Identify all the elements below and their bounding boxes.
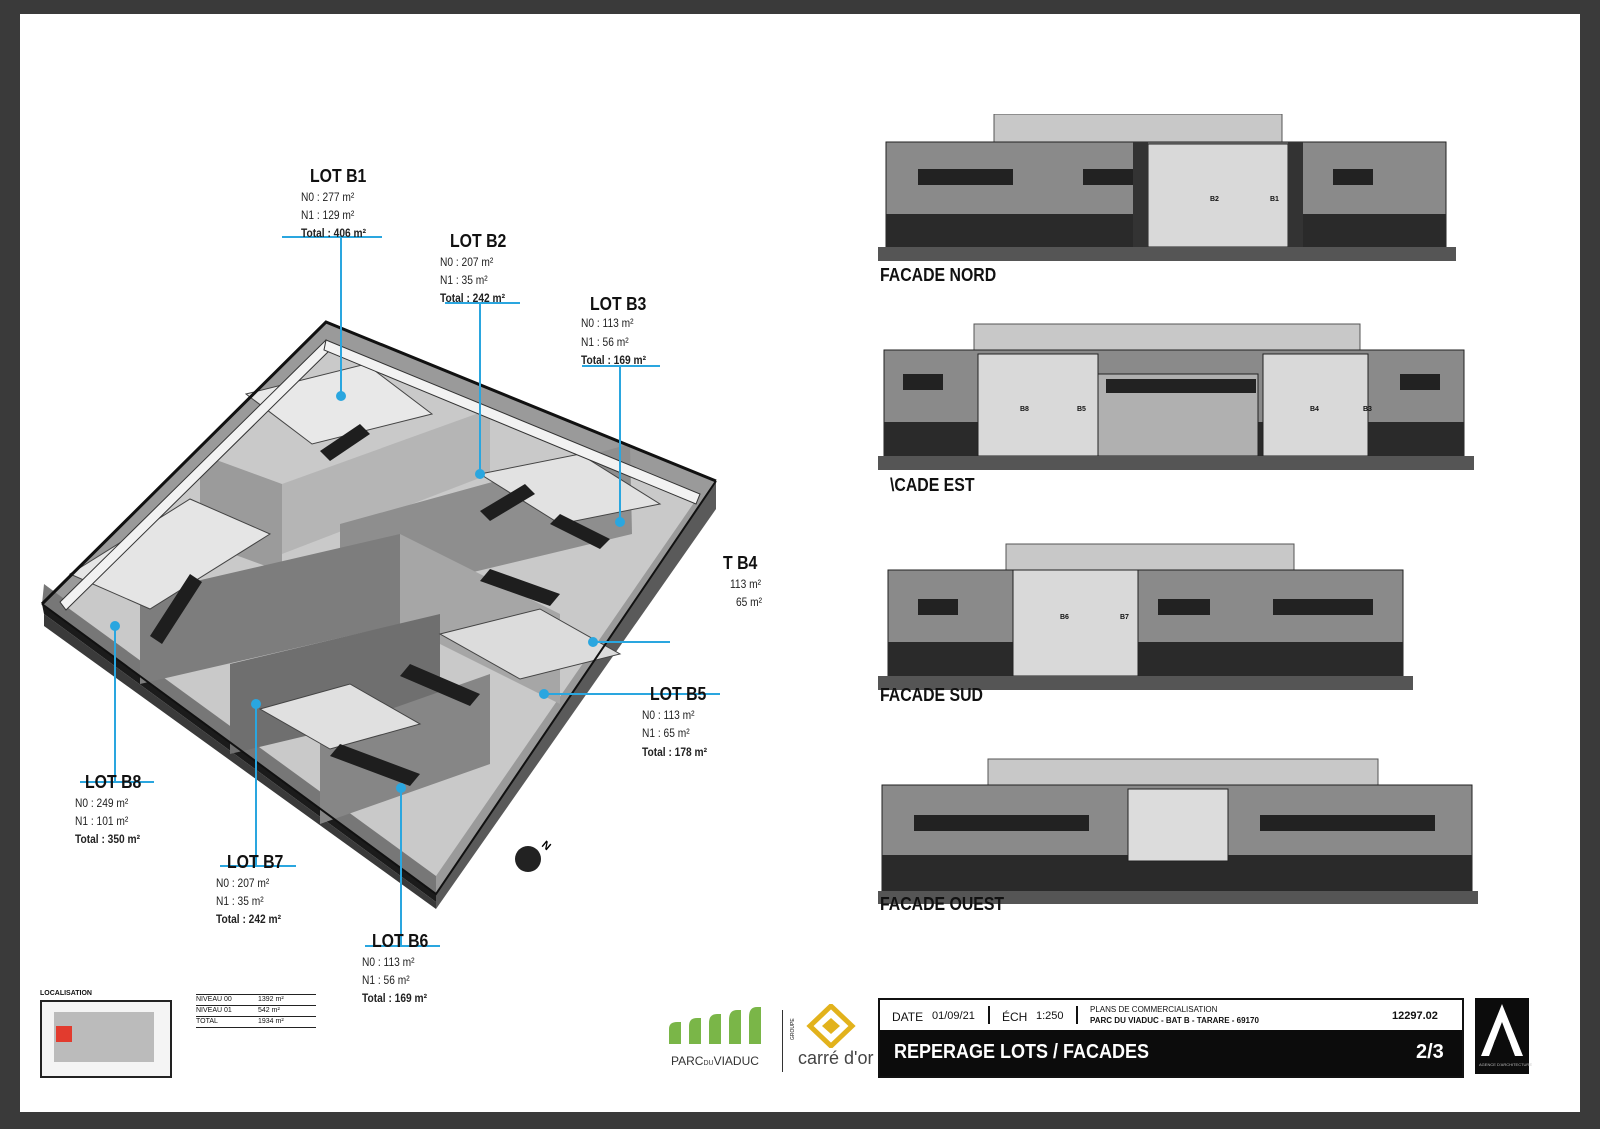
- facade-ouest-drawing: [878, 758, 1478, 904]
- date-label: DATE: [892, 1010, 924, 1024]
- title-block: DATE 01/09/21 ÉCH 1:250 PLANS DE COMMERC…: [878, 998, 1464, 1078]
- diamond-icon: [806, 1004, 856, 1048]
- lot-n0: N0 : 113 m²: [362, 955, 415, 969]
- carre-dor-logo: GROUPE carré d'or: [790, 1004, 880, 1074]
- facade-nord-drawing: [878, 114, 1456, 261]
- lot-n1: N1 : 101 m²: [75, 814, 129, 828]
- logo-text: carré d'or: [798, 1048, 874, 1068]
- facade-tag: B2: [1210, 196, 1219, 203]
- parc-du-viaduc-logo: PARCDUVIADUC: [665, 1004, 775, 1074]
- lot-title: LOT B7: [227, 852, 284, 872]
- facades-drawing: [878, 114, 1478, 904]
- lot-n1: N1 : 35 m²: [440, 273, 488, 287]
- lot-title: LOT B2: [450, 231, 507, 251]
- lot-n1: N1 : 129 m²: [301, 208, 355, 222]
- lot-total: Total : 350 m²: [75, 832, 140, 846]
- facade-sud-drawing: [878, 543, 1413, 690]
- lot-n0: N0 : 249 m²: [75, 796, 129, 810]
- callout-lines: [80, 236, 720, 947]
- facade-tag: B1: [1270, 196, 1279, 203]
- logo-text: VIADUC: [713, 1054, 759, 1068]
- lot-title: LOT B6: [372, 931, 429, 951]
- logo-text: DU: [703, 1060, 714, 1067]
- scale-label: ÉCH: [1002, 1010, 1028, 1024]
- localisation-label: LOCALISATION: [40, 990, 92, 997]
- lot-n0: N0 : 207 m²: [216, 876, 270, 890]
- surface-table: NIVEAU 00 1392 m² NIVEAU 01 542 m² TOTAL…: [196, 994, 316, 1028]
- architect-logo: AGENCE D'ARCHITECTURE: [1475, 998, 1532, 1074]
- lot-n0: N0 : 113 m²: [581, 316, 634, 330]
- project-number: 12297.02: [1392, 1010, 1438, 1022]
- facade-est-label: \CADE EST: [890, 475, 975, 495]
- surface-row: NIVEAU 01 542 m²: [196, 1005, 316, 1016]
- lot-total: Total : 242 m²: [440, 291, 505, 305]
- lot-title: LOT B5: [650, 684, 707, 704]
- lot-n1: N1 : 35 m²: [216, 894, 264, 908]
- architect-caption: AGENCE D'ARCHITECTURE: [1479, 1062, 1532, 1067]
- facade-est-drawing: [878, 323, 1474, 470]
- project-line: PLANS DE COMMERCIALISATION: [1090, 1005, 1218, 1014]
- facade-tag: B8: [1020, 406, 1029, 413]
- surface-row: TOTAL 1934 m²: [196, 1016, 316, 1028]
- lot-n0: N0 : 277 m²: [301, 190, 355, 204]
- lot-title: LOT B1: [310, 166, 367, 186]
- lot-title: LOT B3: [590, 294, 647, 314]
- facade-tag: B3: [1363, 406, 1372, 413]
- lot-n0: N0 : 207 m²: [440, 255, 494, 269]
- facade-nord-label: FACADE NORD: [880, 265, 997, 285]
- facade-tag: B7: [1120, 614, 1129, 621]
- architect-a-icon: [1481, 1004, 1523, 1056]
- title-bar: REPERAGE LOTS / FACADES 2/3: [880, 1030, 1462, 1076]
- lot-n1: N1 : 56 m²: [581, 335, 629, 349]
- north-arrow-icon: [515, 846, 541, 872]
- facade-tag: B4: [1310, 406, 1319, 413]
- sheet-number: 2/3: [1416, 1041, 1444, 1063]
- site-marker: [56, 1026, 72, 1042]
- lot-total: Total : 169 m²: [581, 353, 646, 367]
- date-value: 01/09/21: [932, 1010, 975, 1022]
- lot-n0: N0 : 113 m²: [642, 708, 695, 722]
- project-line: PARC DU VIADUC - BAT B - TARARE - 69170: [1090, 1016, 1259, 1025]
- facade-tag: B5: [1077, 406, 1086, 413]
- lot-n0: 113 m²: [730, 577, 761, 591]
- lot-total: Total : 169 m²: [362, 991, 427, 1005]
- scale-value: 1:250: [1036, 1010, 1064, 1022]
- lot-total: Total : 406 m²: [301, 226, 366, 240]
- facade-ouest-label: FACADE OUEST: [880, 894, 1005, 914]
- lot-n1: N1 : 56 m²: [362, 973, 410, 987]
- logo-text: PARC: [671, 1054, 704, 1068]
- lot-title: LOT B8: [85, 772, 142, 792]
- lot-title: T B4: [723, 553, 758, 573]
- viaduc-arches-icon: [669, 1007, 761, 1044]
- lot-n1: 65 m²: [736, 595, 763, 609]
- lot-n1: N1 : 65 m²: [642, 726, 690, 740]
- sheet-title: REPERAGE LOTS / FACADES: [894, 1041, 1150, 1063]
- facade-tag: B6: [1060, 614, 1069, 621]
- lot-total: Total : 178 m²: [642, 745, 707, 759]
- lot-total: Total : 242 m²: [216, 912, 281, 926]
- facade-sud-label: FACADE SUD: [880, 685, 983, 705]
- plan-sheet: LOT B1 N0 : 277 m² N1 : 129 m² Total : 4…: [20, 14, 1580, 1112]
- localisation-map: [40, 1000, 172, 1078]
- surface-row: NIVEAU 00 1392 m²: [196, 994, 316, 1005]
- logo-text: GROUPE: [790, 1018, 796, 1040]
